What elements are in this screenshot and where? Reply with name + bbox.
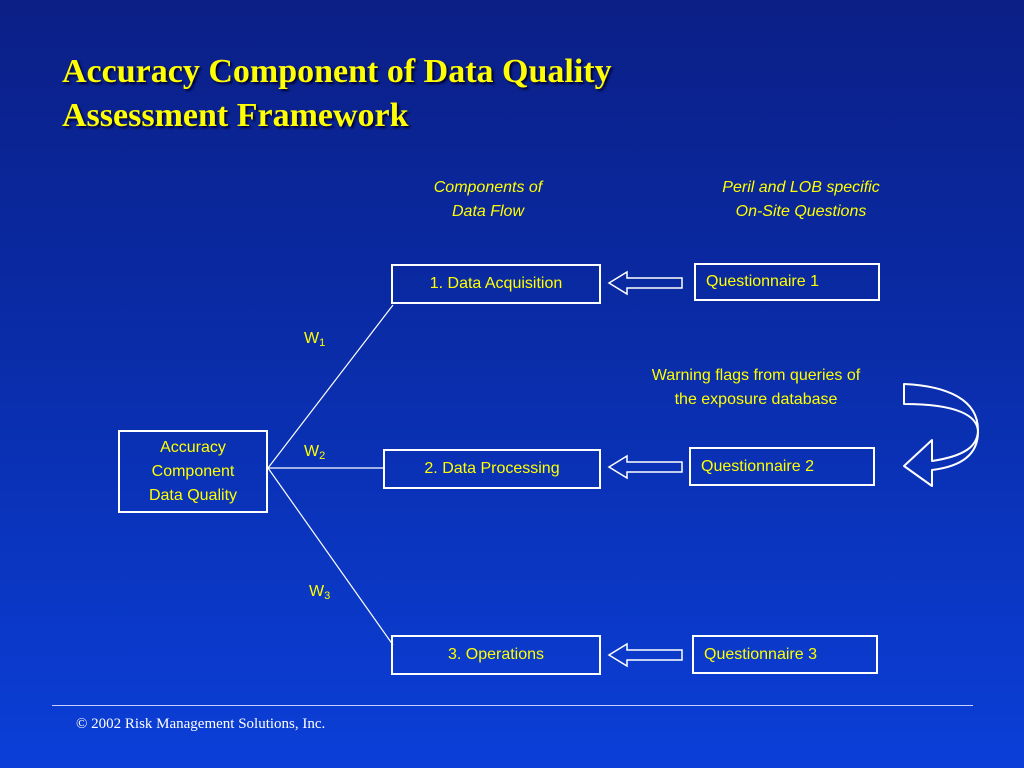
questions-header-line2: On-Site Questions — [735, 203, 867, 220]
questionnaire-label: Questionnaire 3 — [704, 645, 817, 663]
branch-line-1 — [267, 304, 394, 469]
arrow-left-icon-2 — [607, 454, 683, 480]
component-label: 1. Data Acquisition — [429, 275, 563, 292]
arrow-left-icon-3 — [607, 642, 683, 668]
questionnaire-box-2: Questionnaire 2 — [689, 447, 875, 486]
warning-line1: Warning flags from queries of — [651, 367, 861, 384]
copyright-footer: © 2002 Risk Management Solutions, Inc. — [76, 716, 326, 732]
components-header-line1: Components of — [433, 179, 543, 196]
components-header: Components of Data Flow — [398, 176, 578, 224]
branch-line-3 — [267, 467, 394, 646]
accuracy-root-box: Accuracy Component Data Quality — [118, 430, 268, 513]
footer-divider — [52, 705, 973, 706]
questionnaire-label: Questionnaire 2 — [701, 457, 814, 475]
warning-line2: the exposure database — [674, 391, 838, 408]
questions-header-line1: Peril and LOB specific — [722, 179, 880, 196]
component-box-data-processing: 2. Data Processing — [383, 449, 601, 489]
weight-label-1: W1 — [304, 330, 326, 349]
arrow-left-icon-1 — [607, 270, 683, 296]
questionnaire-box-1: Questionnaire 1 — [694, 263, 880, 301]
weight-label-2: W2 — [304, 443, 326, 462]
questionnaire-label: Questionnaire 1 — [706, 273, 819, 290]
weight-label-3: W3 — [309, 583, 331, 602]
component-box-data-acquisition: 1. Data Acquisition — [391, 264, 601, 304]
warning-flags-note: Warning flags from queries of the exposu… — [606, 364, 906, 412]
components-header-line2: Data Flow — [451, 203, 525, 220]
component-label: 3. Operations — [447, 646, 545, 663]
root-line3: Data Quality — [148, 486, 238, 504]
component-box-operations: 3. Operations — [391, 635, 601, 675]
questions-header: Peril and LOB specific On-Site Questions — [676, 176, 926, 224]
slide-title-line2: Assessment Framework — [62, 97, 409, 134]
root-line2: Component — [151, 462, 235, 480]
curved-arrow-icon — [903, 383, 979, 487]
component-label: 2. Data Processing — [424, 460, 560, 477]
root-line1: Accuracy — [160, 438, 226, 456]
questionnaire-box-3: Questionnaire 3 — [692, 635, 878, 674]
slide-title-line1: Accuracy Component of Data Quality — [62, 53, 612, 90]
slide-title: Accuracy Component of Data Quality Asses… — [62, 50, 612, 138]
